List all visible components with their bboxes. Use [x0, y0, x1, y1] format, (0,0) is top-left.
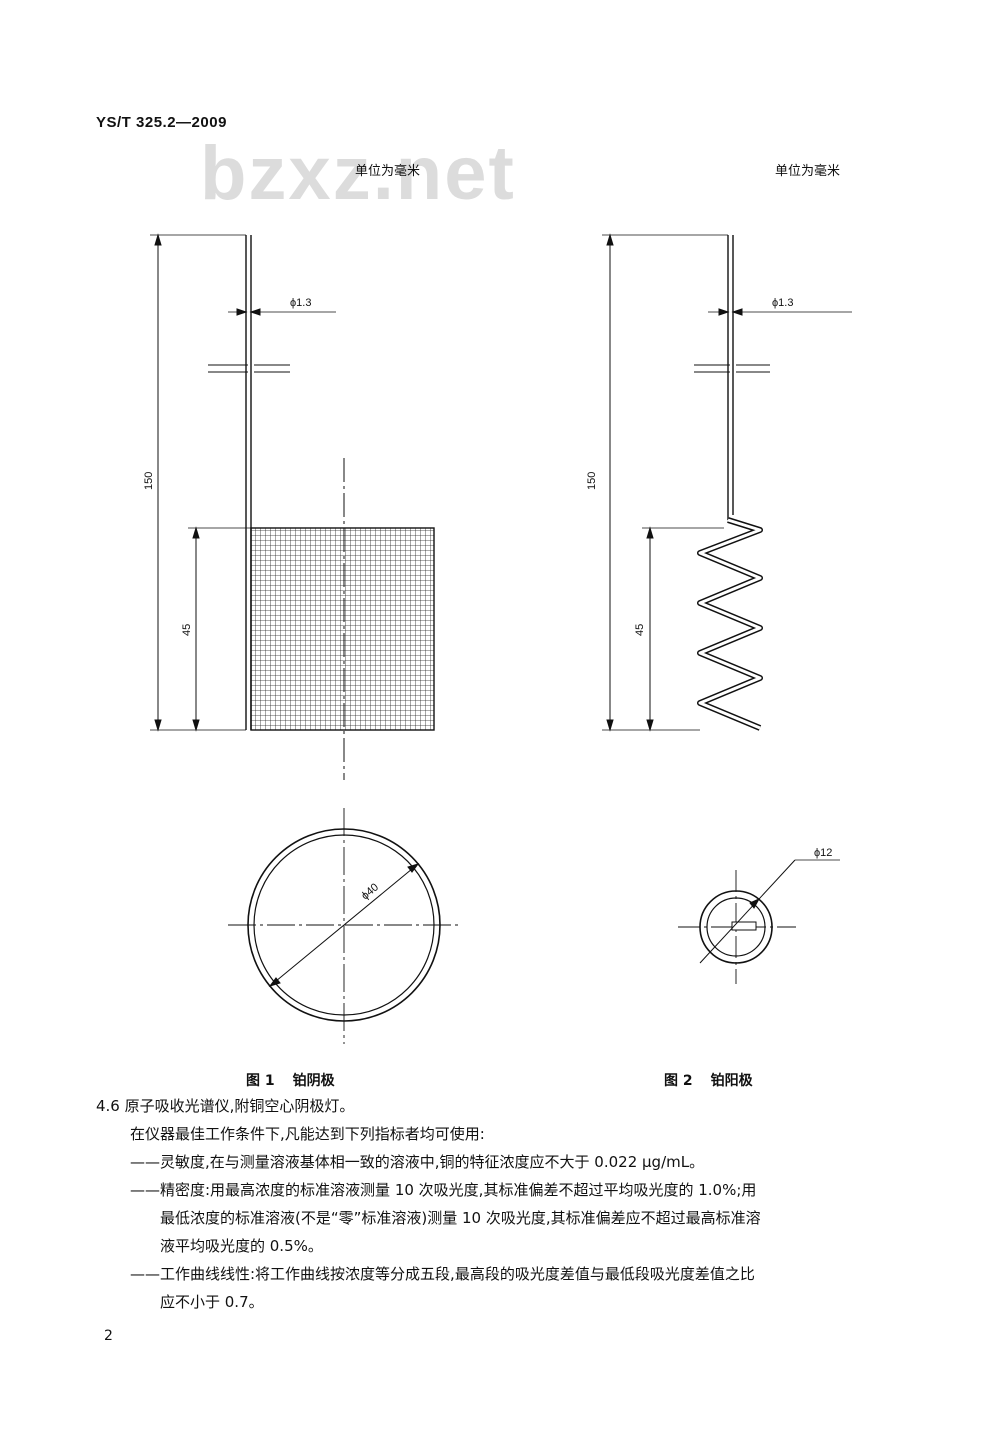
cathode-mesh [250, 527, 435, 731]
figure2-drawing [602, 233, 852, 984]
drawings-canvas: 150 45 ϕ1.3 ϕ40 [143, 233, 852, 1044]
item-precision-line-3: 液平均吸光度的 0.5%。 [160, 1237, 323, 1255]
figure2-caption: 图 2 铂阳极 [664, 1070, 753, 1090]
dim-150-label-2: 150 [586, 472, 598, 490]
item-precision-line-2: 最低浓度的标准溶液(不是“零”标准溶液)测量 10 次吸光度,其标准偏差应不超过… [160, 1209, 761, 1227]
item-sensitivity-line-1: ——灵敏度,在与测量溶液基体相一致的溶液中,铜的特征浓度应不大于 0.022 μ… [130, 1153, 705, 1171]
dim-150-label: 150 [143, 472, 155, 490]
page-number: 2 [104, 1328, 113, 1344]
section-intro: 在仪器最佳工作条件下,凡能达到下列指标者均可使用: [130, 1125, 485, 1143]
coil-diameter-line [699, 859, 796, 964]
item-linearity-line-1: ——工作曲线线性:将工作曲线按浓度等分成五段,最高段的吸光度差值与最低段吸光度差… [130, 1265, 755, 1283]
anode-coil-inner [698, 518, 762, 730]
coil-diameter-label: ϕ12 [814, 847, 832, 859]
standard-code: YS/T 325.2—2009 [96, 114, 227, 131]
ring-diameter-line [269, 863, 419, 987]
item-linearity-line-2: 应不小于 0.7。 [160, 1293, 264, 1311]
figure2-caption-number: 图 2 [664, 1073, 693, 1089]
figure2-unit-note: 单位为毫米 [775, 164, 841, 179]
figure1-drawing [150, 233, 462, 1044]
watermark: bzxz.net [200, 131, 516, 216]
figure2-caption-title: 铂阳极 [710, 1073, 753, 1089]
wire-diameter-label-2: ϕ1.3 [772, 297, 793, 309]
figure1-caption-title: 铂阴极 [292, 1073, 335, 1089]
figure1-caption: 图 1 铂阴极 [246, 1070, 335, 1090]
wire-diameter-label: ϕ1.3 [290, 297, 311, 309]
figure1-unit-note: 单位为毫米 [355, 164, 421, 179]
section-heading: 4.6 原子吸收光谱仪,附铜空心阴极灯。 [96, 1097, 355, 1115]
dim-45-label: 45 [181, 624, 193, 636]
figure1-caption-number: 图 1 [246, 1073, 275, 1089]
ring-diameter-label: ϕ40 [359, 881, 381, 902]
dim-45-label-2: 45 [634, 624, 646, 636]
item-precision-line-1: ——精密度:用最高浓度的标准溶液测量 10 次吸光度,其标准偏差不超过平均吸光度… [130, 1181, 757, 1199]
